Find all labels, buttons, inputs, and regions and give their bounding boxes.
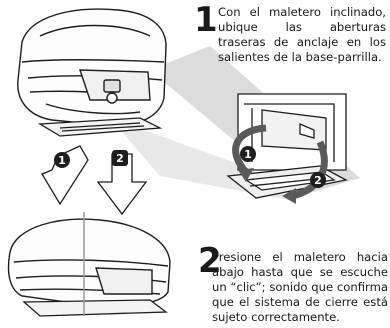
- callout-badge-2-left: 2: [112, 150, 128, 166]
- arrow-1-down: [41, 145, 89, 206]
- arrow-2-down: [96, 153, 148, 216]
- zoom-detail: [237, 93, 347, 171]
- top-case-tilted: [17, 8, 167, 127]
- callout-badge-1-left: 1: [54, 152, 70, 168]
- step-2-number: 2: [198, 241, 222, 281]
- step-1-number: 1: [194, 0, 218, 40]
- top-base-plate: [37, 117, 163, 137]
- callout-badge-2-zoom: 2: [310, 172, 326, 188]
- step-2-text: Presione el maletero hacia abajo hasta q…: [212, 250, 388, 324]
- step-1-text: Con el maletero inclinado, ubique las ab…: [218, 5, 386, 64]
- arrow-1-zoom: [232, 124, 267, 175]
- svg-text:2: 2: [116, 152, 124, 165]
- svg-text:1: 1: [244, 148, 252, 161]
- svg-text:2: 2: [314, 174, 322, 187]
- bottom-case-mounted: [7, 218, 171, 307]
- callout-badge-1-zoom: 1: [240, 146, 256, 162]
- bottom-base-plate: [22, 299, 168, 317]
- svg-text:1: 1: [58, 154, 66, 167]
